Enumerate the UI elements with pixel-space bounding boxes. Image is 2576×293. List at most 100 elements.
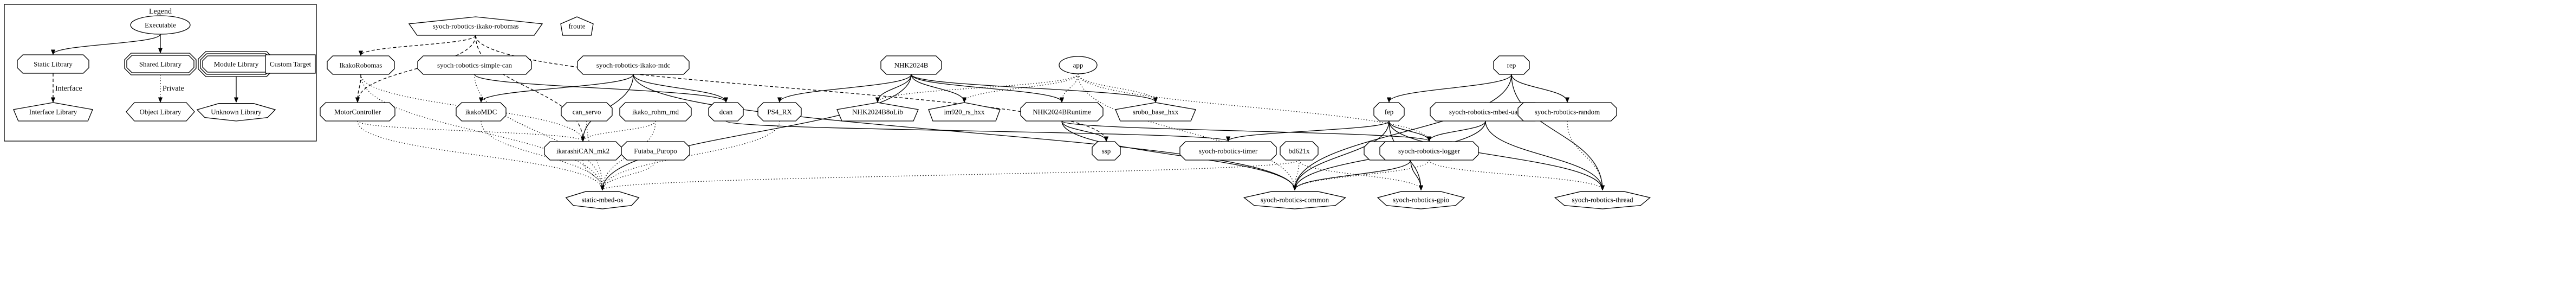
legend-frame (4, 4, 317, 142)
edge-app-to-nhk2024bruntime (1062, 73, 1079, 102)
node-label: srobo_base_hxx (1133, 108, 1179, 116)
edge-rep-to-syoch-robotics-thread (1511, 74, 1602, 190)
legend-edge-label: Interface (55, 85, 82, 93)
node-syoch-robotics-common: syoch-robotics-common (1243, 191, 1347, 209)
edge-nhk2024b-to-srobo-base-hxx (911, 74, 1156, 103)
edge-rep-to-syoch-robotics-common (1295, 74, 1512, 190)
node-label: bd621x (1289, 147, 1310, 155)
node-label: Unknown Library (211, 108, 262, 116)
legend: Legend Interface Private ExecutableStatic… (4, 4, 317, 142)
node-label: Module Library (214, 60, 259, 68)
edge-syoch-robotics-ikako-mdc-to-ikakomdc (481, 74, 634, 102)
edge-syoch-robotics-logger-to-syoch-robotics-common (1295, 160, 1430, 190)
node-label: NHK2024B8oLib (852, 108, 903, 116)
node-label: syoch-robotics-ikako-mdc (596, 61, 671, 69)
edge-fep-to-syoch-robotics-thread (1388, 120, 1602, 190)
edge-bd621x-to-syoch-robotics-gpio (1299, 160, 1421, 190)
node-can-servo: can_servo (561, 102, 613, 122)
node-rep: rep (1493, 55, 1530, 75)
legend-node-l-unknown: Unknown Library (196, 103, 276, 122)
edges-layer (358, 35, 1602, 190)
node-label: syoch-robotics-ikako-robomas (433, 22, 519, 30)
node-syoch-robotics-ikako-mdc: syoch-robotics-ikako-mdc (577, 55, 690, 75)
node-label: static-mbed-os (582, 196, 624, 204)
node-dcan: dcan (708, 102, 744, 122)
edge-syoch-robotics-simple-can-to-static-mbed-os (474, 74, 602, 190)
edge-app-to-nhk2024b8olib (878, 73, 1079, 102)
legend-node-l-iface: Interface Library (13, 102, 93, 122)
nodes-layer: syoch-robotics-ikako-robomas frouteIkakoR… (320, 16, 1651, 209)
node-label: Futaba_Puropo (634, 147, 677, 155)
edge-bd621x-to-static-mbed-os (602, 160, 1300, 190)
node-static-mbed-os: static-mbed-os (565, 191, 640, 209)
node-app: app (1059, 56, 1098, 74)
edge-ikako-rohm-md-to-static-mbed-os (602, 120, 656, 190)
node-syoch-robotics-timer: syoch-robotics-timer (1179, 141, 1277, 161)
node-label: ssp (1102, 147, 1111, 155)
node-label: Shared Library (139, 60, 182, 68)
legend-node-l-static: Static Library (17, 54, 89, 74)
node-ssp: ssp (1092, 141, 1121, 161)
edge-bd621x-to-syoch-robotics-common (1295, 160, 1300, 190)
legend-edge-label: Private (163, 85, 184, 93)
node-syoch-robotics-random: syoch-robotics-random (1517, 102, 1617, 122)
node-ikakomdc: ikakoMDC (456, 102, 507, 122)
edge-syoch-robotics-ikako-robomas-to-ssp (475, 35, 1106, 141)
edge-dcan-to-syoch-robotics-timer (725, 120, 1228, 141)
edge-nhk2024b-to-ps4-rx (780, 74, 912, 102)
legend-edge-l-exec-to-l-static (53, 34, 161, 54)
node-ikakorobomas: IkakoRobomas (327, 55, 395, 75)
edge-motorcontroller-to-ikarashican-mk2 (357, 120, 583, 142)
legend-node-l-module: Module Library (198, 51, 275, 77)
legend-title: Legend (149, 8, 172, 16)
node-ps4-rx: PS4_RX (757, 102, 802, 122)
edge-syoch-robotics-ikako-mdc-to-syoch-robotics-common (633, 74, 1295, 190)
node-syoch-robotics-thread: syoch-robotics-thread (1554, 191, 1651, 209)
edge-app-to-srobo-base-hxx (1078, 73, 1156, 102)
node-syoch-robotics-gpio: syoch-robotics-gpio (1377, 191, 1465, 209)
edge-fep-to-syoch-robotics-timer (1228, 120, 1390, 142)
node-im920-rs-hxx: im920_rs_hxx (928, 102, 1001, 122)
node-ikako-rohm-md: ikako_rohm_md (619, 102, 692, 122)
node-label: can_servo (573, 108, 601, 116)
node-label: syoch-robotics-random (1535, 108, 1600, 116)
legend-node-l-exec: Executable (130, 15, 191, 35)
node-label: ikakoMDC (465, 108, 497, 116)
node-label: Interface Library (29, 108, 77, 116)
legend-node-l-custom: Custom Target (265, 54, 316, 74)
node-label: syoch-robotics-gpio (1393, 196, 1449, 204)
edge-app-to-im920-rs-hxx (964, 73, 1079, 102)
edge-nhk2024b-to-static-mbed-os (602, 74, 912, 190)
edge-syoch-robotics-logger-to-syoch-robotics-thread (1429, 160, 1602, 190)
node-syoch-robotics-simple-can: syoch-robotics-simple-can (417, 55, 532, 75)
node-nhk2024bruntime: NHK2024BRuntime (1020, 102, 1104, 122)
node-label: syoch-robotics-timer (1199, 147, 1258, 155)
node-froute: froute (560, 16, 594, 36)
edge-nhk2024bruntime-to-ssp (1061, 120, 1106, 141)
node-label: syoch-robotics-simple-can (437, 61, 512, 69)
node-ikarashican-mk2: ikarashiCAN_mk2 (544, 141, 622, 161)
node-label: Custom Target (270, 60, 312, 68)
edge-rep-to-syoch-robotics-random (1511, 74, 1567, 102)
edge-syoch-robotics-mbed-uart-to-syoch-robotics-logger (1429, 120, 1486, 141)
node-bd621x: bd621x (1280, 141, 1319, 161)
node-label: syoch-robotics-thread (1572, 196, 1633, 204)
edge-ps4-rx-to-static-mbed-os (602, 120, 780, 190)
node-label: rep (1507, 61, 1516, 69)
edge-syoch-robotics-ikako-robomas-to-ikakorobomas (361, 35, 476, 55)
node-label: im920_rs_hxx (944, 108, 985, 116)
node-label: PS4_RX (767, 108, 792, 116)
legend-node-l-object: Object Library (126, 102, 195, 122)
node-label: dcan (719, 108, 733, 116)
edge-fep-to-syoch-robotics-common (1295, 120, 1390, 190)
edge-syoch-robotics-ikako-robomas-to-motorcontroller (358, 35, 476, 102)
edge-ikako-rohm-md-to-ikarashican-mk2 (583, 120, 656, 141)
node-label: ikarashiCAN_mk2 (556, 147, 609, 155)
edge-ikakomdc-to-static-mbed-os (481, 120, 602, 190)
edge-syoch-robotics-bldc-to-syoch-robotics-gpio (1410, 160, 1421, 190)
edge-syoch-robotics-simple-can-to-dcan (474, 74, 726, 103)
node-label: Static Library (34, 60, 73, 68)
edge-ikakorobomas-to-static-mbed-os (360, 74, 602, 190)
node-srobo-base-hxx: srobo_base_hxx (1115, 102, 1196, 122)
